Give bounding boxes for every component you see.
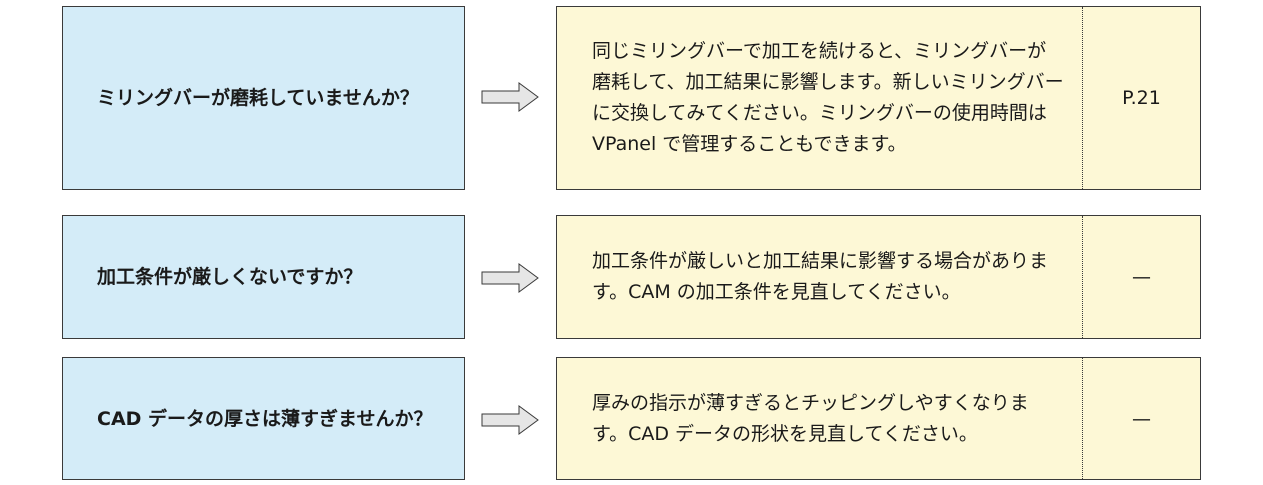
arrow-right-icon [481,263,539,293]
arrow-right-icon [481,82,539,112]
question-text: ミリングバーが磨耗していませんか？ [97,87,419,109]
answer-text: 厚みの指示が薄すぎるとチッピングしやすくなります。CAD データの形状を見直して… [592,391,1029,445]
answer-text: 同じミリングバーで加工を続けると、ミリングバーが磨耗して、加工結果に影響します。… [592,40,1064,155]
question-text: CAD データの厚さは薄すぎませんか？ [97,407,433,430]
question-box: ミリングバーが磨耗していませんか？ [62,6,465,190]
question-text: 加工条件が厳しくないですか？ [97,266,363,288]
answer-box: 厚みの指示が薄すぎるとチッピングしやすくなります。CAD データの形状を見直して… [556,357,1201,480]
page-reference: — [1082,216,1200,338]
arrow-right-icon [481,405,539,435]
page-reference: — [1082,358,1200,479]
answer-box: 加工条件が厳しいと加工結果に影響する場合があります。CAM の加工条件を見直して… [556,215,1201,339]
answer-box: 同じミリングバーで加工を続けると、ミリングバーが磨耗して、加工結果に影響します。… [556,6,1201,190]
question-box: 加工条件が厳しくないですか？ [62,215,465,339]
answer-text: 加工条件が厳しいと加工結果に影響する場合があります。CAM の加工条件を見直して… [592,250,1049,303]
page-reference: P.21 [1082,7,1200,189]
question-box: CAD データの厚さは薄すぎませんか？ [62,357,465,480]
